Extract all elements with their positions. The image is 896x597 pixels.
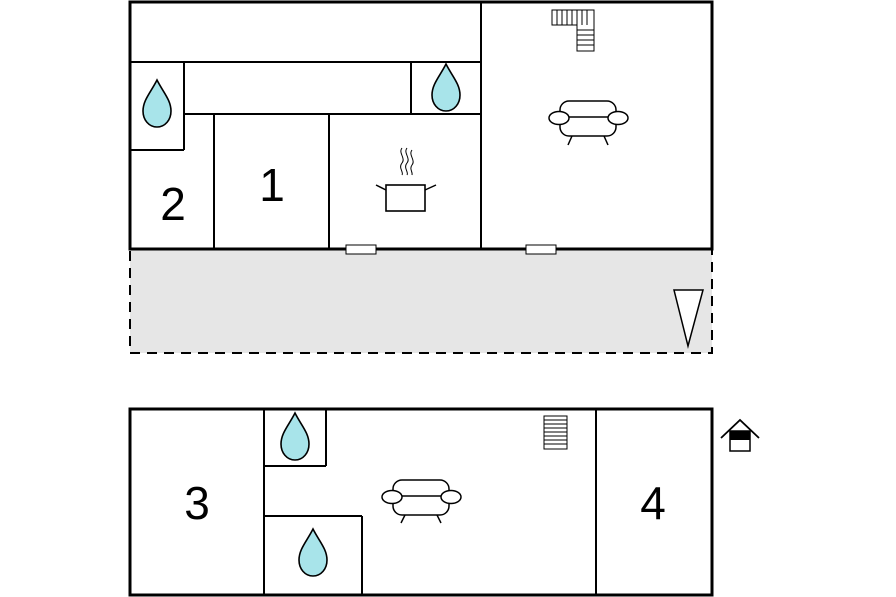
house-icon <box>720 418 760 452</box>
compass-arrow-icon <box>673 289 704 349</box>
room-number-3: 3 <box>184 477 210 529</box>
stairs-icon <box>543 415 568 450</box>
upper-floor-outline <box>128 407 714 597</box>
water-drop-icon <box>142 78 172 128</box>
water-drop-icon <box>431 62 461 112</box>
stairs-icon <box>551 9 595 52</box>
cooking-pot-icon <box>375 147 437 212</box>
door-icon <box>345 244 377 255</box>
room-number-2: 2 <box>160 178 186 230</box>
room-number-1: 1 <box>259 159 285 211</box>
water-drop-icon <box>298 527 328 577</box>
terrace-area <box>129 248 713 354</box>
sofa-icon <box>381 479 462 524</box>
ground-floor: 2 1 <box>128 0 714 354</box>
room-number-4: 4 <box>640 477 666 529</box>
water-drop-icon <box>280 411 310 461</box>
sofa-icon <box>548 100 629 146</box>
ground-floor-outline <box>128 0 714 251</box>
door-icon <box>525 244 557 255</box>
upper-floor: 3 4 <box>128 407 760 597</box>
